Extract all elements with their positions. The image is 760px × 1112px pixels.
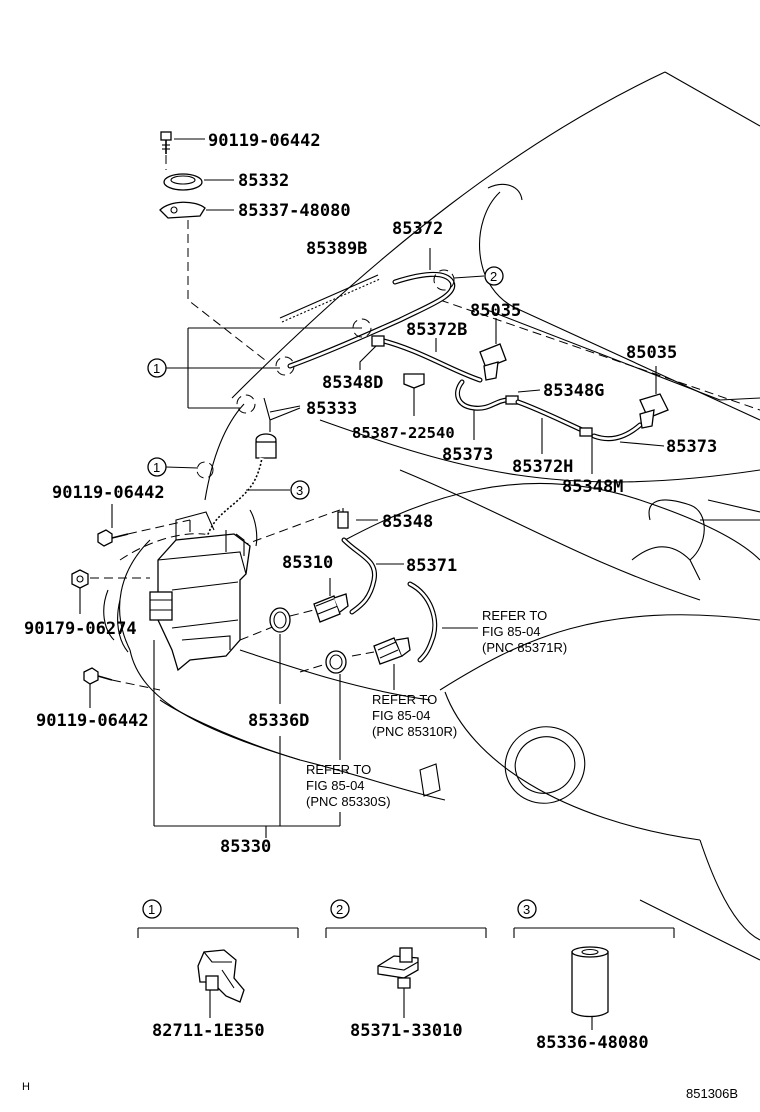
sleeve-85336-48080: [571, 946, 609, 1018]
key-panel-1: 1: [137, 899, 299, 1018]
label-85035-b: 85035: [626, 343, 677, 363]
label-85372: 85372: [392, 219, 443, 239]
label-85372b: 85372B: [406, 320, 467, 340]
label-90179-06274: 90179-06274: [24, 619, 137, 639]
callout-2-top-text: 2: [490, 269, 497, 284]
bracket-85330: [153, 640, 341, 838]
key-callout-2-text: 2: [336, 902, 343, 917]
label-85373-a: 85373: [442, 445, 493, 465]
connector-85348d: [359, 335, 385, 370]
washer-hose-85372: [275, 248, 456, 376]
label-85348d: 85348D: [322, 373, 383, 393]
bolt-90119-06442-bottom: [83, 667, 161, 708]
callout-1-bracket: [166, 327, 362, 409]
callout-2-top: [484, 266, 504, 286]
label-85310: 85310: [282, 553, 333, 573]
key-callout-3-text: 3: [523, 902, 530, 917]
key-callout-1-text: 1: [148, 902, 155, 917]
figure-code: 851306B: [686, 1086, 738, 1101]
label-85336-48080: 85336-48080: [536, 1033, 649, 1053]
callout-1-a: [147, 358, 167, 378]
ref-85371r-line3: (PNC 85371R): [482, 640, 567, 655]
hose-protector-85389b: [279, 274, 381, 323]
ref-85371r-line2: FIG 85-04: [482, 624, 541, 639]
washer-hose-85372b: [377, 337, 483, 383]
label-85373-b: 85373: [666, 437, 717, 457]
label-90119-06442-bottom: 90119-06442: [36, 711, 149, 731]
label-85336d: 85336D: [248, 711, 309, 731]
grommet-85336d: [269, 607, 291, 704]
label-82711-1e350: 82711-1E350: [152, 1021, 265, 1041]
washer-hose-85373-a: [455, 379, 511, 440]
callout-3-top: [290, 480, 310, 500]
label-85372h: 85372H: [512, 457, 573, 477]
ref-85310r-line2: FIG 85-04: [372, 708, 431, 723]
label-85035-a: 85035: [470, 301, 521, 321]
label-85337-48080: 85337-48080: [238, 201, 351, 221]
ref-85371r-line1: REFER TO: [482, 608, 547, 623]
ref-85330s-line2: FIG 85-04: [306, 778, 365, 793]
ref-85330s-line3: (PNC 85330S): [306, 794, 391, 809]
bolt-90119-06442-mid: [97, 504, 191, 547]
label-90119-06442-top: 90119-06442: [208, 131, 321, 151]
key-panel-3: 3: [513, 899, 675, 1030]
label-85333: 85333: [306, 399, 357, 419]
washer-nozzle-85035-b: [639, 366, 669, 429]
label-85332: 85332: [238, 171, 289, 191]
connector-85348: [337, 508, 378, 529]
label-85348: 85348: [382, 512, 433, 532]
label-85371-33010: 85371-33010: [350, 1021, 463, 1041]
label-90119-06442-mid: 90119-06442: [52, 483, 165, 503]
nut-90179-06274: [71, 569, 150, 614]
label-85371: 85371: [406, 556, 457, 576]
callout-1-a-text: 1: [153, 361, 160, 376]
washer-motor-85310r: [351, 637, 411, 690]
bolt-90119-06442-top: [160, 131, 205, 154]
washer-hose-85373-b: [591, 422, 665, 447]
washer-motor-85310: [289, 578, 349, 623]
label-85348g: 85348G: [543, 381, 604, 401]
ref-85310r-line1: REFER TO: [372, 692, 437, 707]
label-85389b: 85389B: [306, 239, 367, 259]
clamp-85387-22540: [403, 373, 425, 416]
washer-hose-85372h: [515, 399, 585, 454]
hose-85371r: [407, 581, 478, 663]
label-85348m: 85348M: [562, 477, 623, 497]
washer-hose-85371: [341, 537, 404, 615]
cap-85332: [163, 173, 234, 191]
ref-85310r-line3: (PNC 85310R): [372, 724, 457, 739]
clip-82711-1e350: [197, 949, 245, 1003]
label-85330: 85330: [220, 837, 271, 857]
label-85387-22540: 85387-22540: [352, 424, 455, 442]
connector-85348m: [579, 427, 593, 474]
washer-nozzle-85035-a: [479, 318, 507, 381]
callout-1-b-text: 1: [153, 460, 160, 475]
filler-tube-85333: [196, 394, 301, 541]
ref-85330s-line1: REFER TO: [306, 762, 371, 777]
bracket-85337-48080: [159, 201, 234, 219]
clip-85371-33010: [377, 947, 419, 989]
grommet-85330s: [299, 650, 347, 760]
washer-tank-85330: [149, 509, 258, 672]
callout-3-top-text: 3: [296, 483, 303, 498]
footer-left-mark: H: [22, 1081, 30, 1093]
key-panel-2: 2: [325, 899, 487, 1018]
